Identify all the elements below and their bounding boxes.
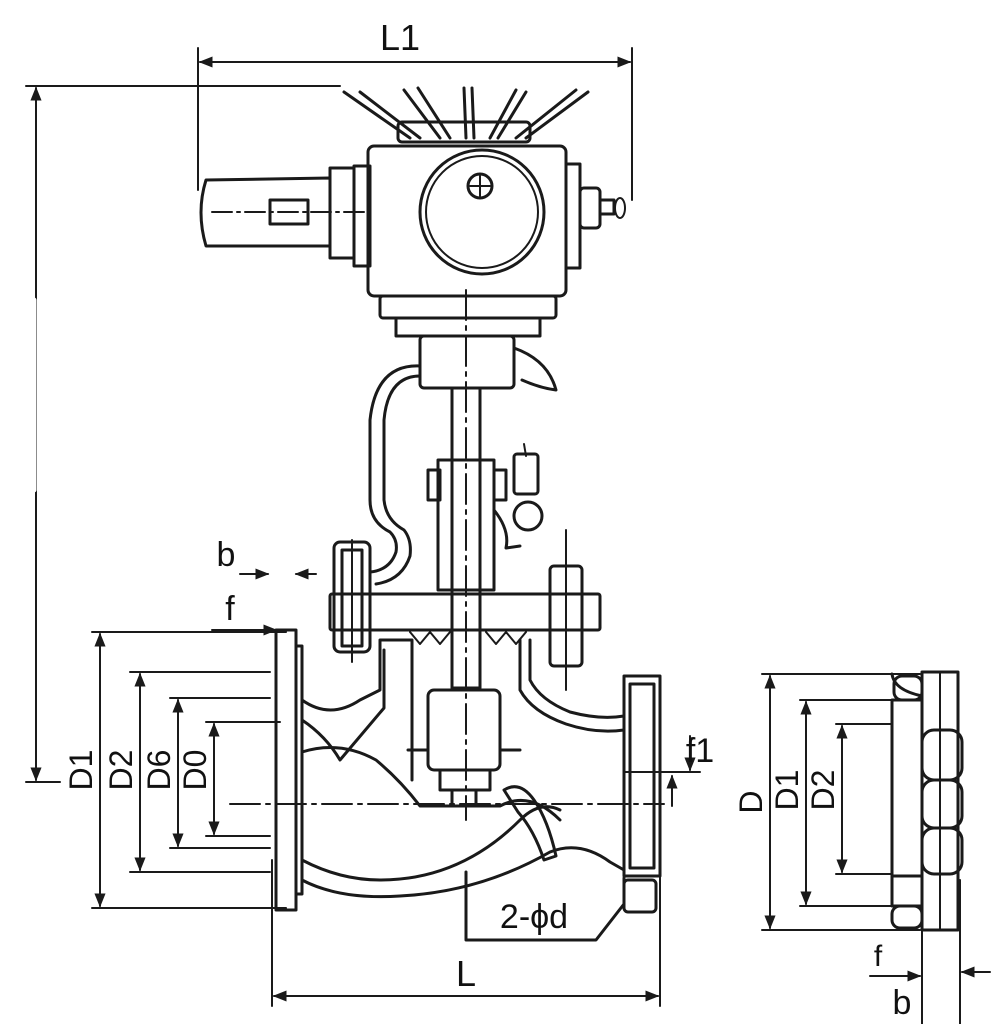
- labels: L1 b f D1 D2 D6 D0 f1 2-ϕd L D D1 D2 f b: [63, 17, 911, 1022]
- label-b-top: b: [217, 536, 236, 574]
- bonnet-yoke: [328, 289, 602, 821]
- handwheel: [342, 86, 590, 144]
- label-D2-right: D2: [805, 770, 841, 811]
- label-L: L: [456, 953, 476, 994]
- label-f1: f1: [686, 732, 714, 770]
- label-f-top: f: [225, 590, 235, 628]
- label-D1-right: D1: [769, 770, 805, 811]
- label-D6-left: D6: [141, 750, 177, 791]
- label-bolt-holes: 2-ϕd: [500, 898, 568, 936]
- valve-body: [274, 628, 662, 942]
- label-D2-left: D2: [103, 750, 139, 791]
- label-b-right: b: [893, 984, 912, 1022]
- label-f-right: f: [874, 940, 883, 973]
- label-D-right: D: [733, 790, 769, 813]
- label-D0-left: D0: [177, 750, 213, 791]
- label-L1: L1: [380, 17, 420, 58]
- electric-actuator: [199, 86, 626, 392]
- flange-side-view: [890, 670, 964, 932]
- dimension-lines: [25, 47, 991, 1024]
- label-D1-left: D1: [63, 750, 99, 791]
